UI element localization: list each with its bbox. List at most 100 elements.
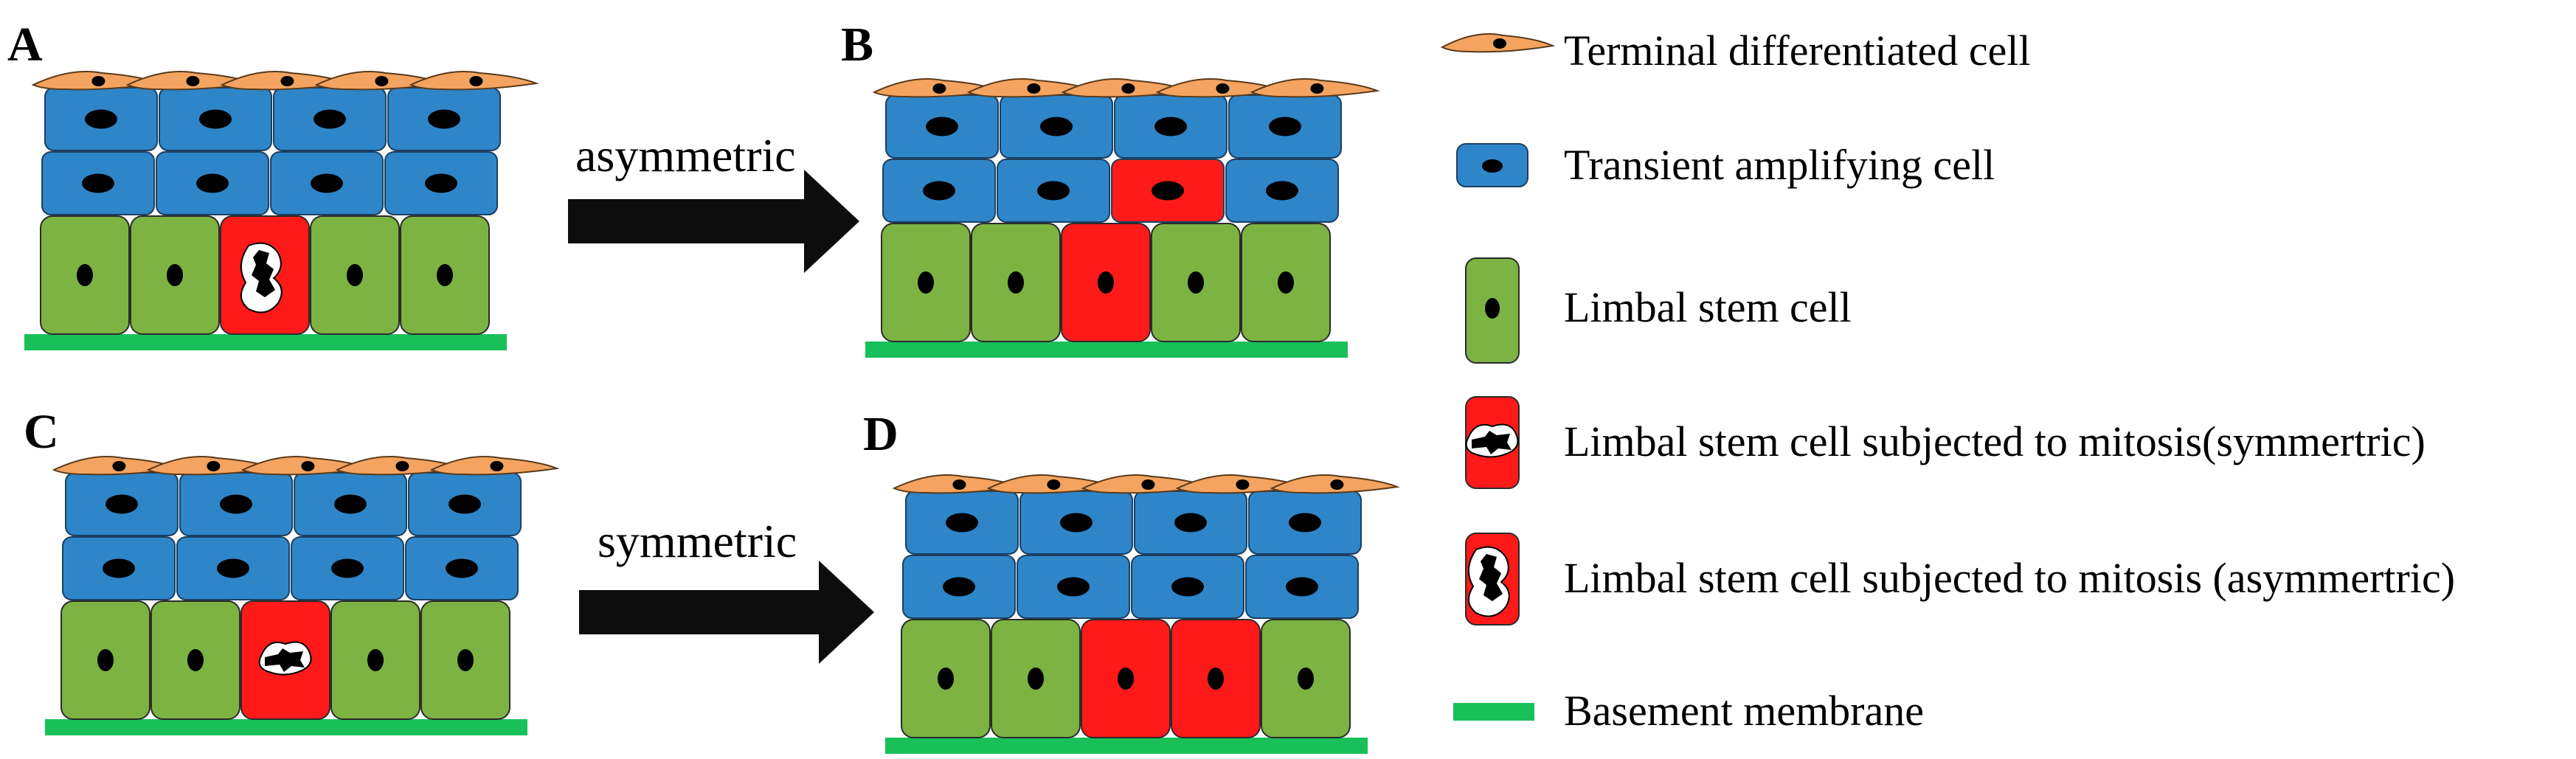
transient-nucleus — [105, 494, 138, 514]
stem-nucleus — [1208, 668, 1224, 690]
terminal-nucleus — [112, 461, 126, 471]
stem-nucleus — [918, 271, 934, 294]
transient-nucleus — [1174, 513, 1207, 533]
transient-nucleus — [1171, 577, 1204, 597]
legend-item-mitosis-asymmetric: Limbal stem cell subjected to mitosis (a… — [1465, 533, 2455, 625]
stem-nucleus — [1118, 668, 1134, 690]
legend-item-stem: Limbal stem cell — [1465, 257, 1852, 364]
terminal-nucleus — [186, 76, 200, 86]
asymmetric-arrow — [568, 170, 859, 273]
legend-label-membrane: Basement membrane — [1564, 687, 1924, 735]
transient-nucleus — [311, 173, 343, 193]
panel-b: B — [841, 18, 1380, 358]
basement-membrane — [865, 342, 1348, 358]
transient-nucleus — [1040, 117, 1073, 136]
transient-nucleus — [1289, 513, 1321, 533]
legend-label-mitosis-asymmetric: Limbal stem cell subjected to mitosis (a… — [1564, 554, 2455, 602]
terminal-nucleus — [280, 76, 294, 86]
stem-nucleus — [167, 264, 183, 286]
stem-nucleus — [1298, 668, 1314, 690]
legend-item-terminal: Terminal differentiated cell — [1440, 27, 2031, 74]
legend-membrane-swatch — [1453, 703, 1534, 721]
panel-label-a: A — [7, 18, 43, 72]
terminal-nucleus — [301, 461, 315, 471]
stem-nucleus — [97, 649, 114, 671]
transient-nucleus — [82, 173, 114, 193]
legend-item-membrane: Basement membrane — [1453, 687, 1924, 735]
transient-nucleus — [334, 494, 367, 514]
panel-d: D — [863, 407, 1400, 754]
terminal-nucleus — [1141, 479, 1155, 490]
terminal-nucleus — [1310, 83, 1324, 94]
transient-nucleus — [946, 513, 978, 533]
legend-label-stem: Limbal stem cell — [1564, 283, 1852, 331]
terminal-nucleus — [91, 76, 105, 86]
legend-transient-nucleus — [1482, 159, 1503, 173]
transient-nucleus — [220, 494, 252, 514]
transient-nucleus — [1154, 117, 1187, 136]
stem-nucleus — [187, 649, 204, 671]
legend-stem-nucleus — [1485, 298, 1500, 319]
transient-nucleus — [449, 494, 481, 514]
terminal-nucleus — [1216, 83, 1230, 94]
transient-nucleus — [1266, 181, 1298, 201]
transient-nucleus — [103, 558, 135, 578]
transient-nucleus — [923, 181, 955, 201]
transient-nucleus — [314, 109, 346, 129]
stem-nucleus — [1028, 668, 1044, 690]
symmetric-arrow-label: symmetric — [598, 515, 797, 567]
legend-item-transient: Transient amplifying cell — [1456, 141, 1995, 189]
stem-nucleus — [77, 264, 93, 286]
stem-nucleus — [367, 649, 384, 671]
legend-item-mitosis-symmetric: Limbal stem cell subjected to mitosis(sy… — [1465, 396, 2426, 489]
legend-label-mitosis-symmetric: Limbal stem cell subjected to mitosis(sy… — [1564, 417, 2426, 465]
terminal-nucleus — [952, 479, 966, 490]
panel-label-d: D — [863, 407, 899, 461]
terminal-nucleus — [490, 461, 504, 471]
transient-nucleus — [85, 109, 117, 129]
transient-nucleus — [199, 109, 232, 129]
stem-nucleus — [1278, 271, 1294, 294]
transient-nucleus — [1060, 513, 1093, 533]
transient-nucleus — [425, 173, 457, 193]
transient-nucleus — [1152, 181, 1184, 201]
terminal-nucleus — [207, 461, 221, 471]
terminal-nucleus — [932, 83, 946, 94]
transient-nucleus — [1269, 117, 1301, 136]
transient-nucleus — [446, 558, 478, 578]
transient-nucleus — [943, 577, 975, 597]
stem-nucleus — [1098, 271, 1114, 294]
stem-nucleus — [437, 264, 453, 286]
transient-nucleus — [926, 117, 958, 136]
chromosome — [265, 648, 305, 672]
terminal-nucleus — [1121, 83, 1135, 94]
stem-nucleus — [938, 668, 954, 690]
panel-label-c: C — [24, 405, 59, 459]
terminal-nucleus — [375, 76, 389, 86]
transient-nucleus — [1037, 181, 1070, 201]
stem-nucleus — [1188, 271, 1204, 294]
stem-nucleus — [347, 264, 363, 286]
transient-nucleus — [1286, 577, 1318, 597]
transient-nucleus — [331, 558, 364, 578]
chromosome — [1479, 554, 1503, 601]
chromosome — [252, 250, 275, 297]
asymmetric-arrow-label: asymmetric — [575, 129, 796, 181]
transient-nucleus — [217, 558, 249, 578]
terminal-nucleus — [1236, 479, 1250, 490]
arrows-layer: asymmetric symmetric — [568, 129, 874, 664]
terminal-nucleus — [1027, 83, 1041, 94]
stem-nucleus — [1008, 271, 1024, 294]
stem-nucleus — [457, 649, 474, 671]
transient-nucleus — [196, 173, 229, 193]
terminal-nucleus — [1047, 479, 1061, 490]
panel-label-b: B — [841, 18, 873, 72]
panels-layer: A B C D — [7, 18, 1400, 754]
panel-a: A — [7, 18, 539, 350]
basement-membrane — [45, 719, 527, 735]
transient-nucleus — [428, 109, 460, 129]
symmetric-arrow — [579, 561, 874, 664]
terminal-nucleus — [1330, 479, 1344, 490]
panel-c: C — [24, 405, 560, 735]
